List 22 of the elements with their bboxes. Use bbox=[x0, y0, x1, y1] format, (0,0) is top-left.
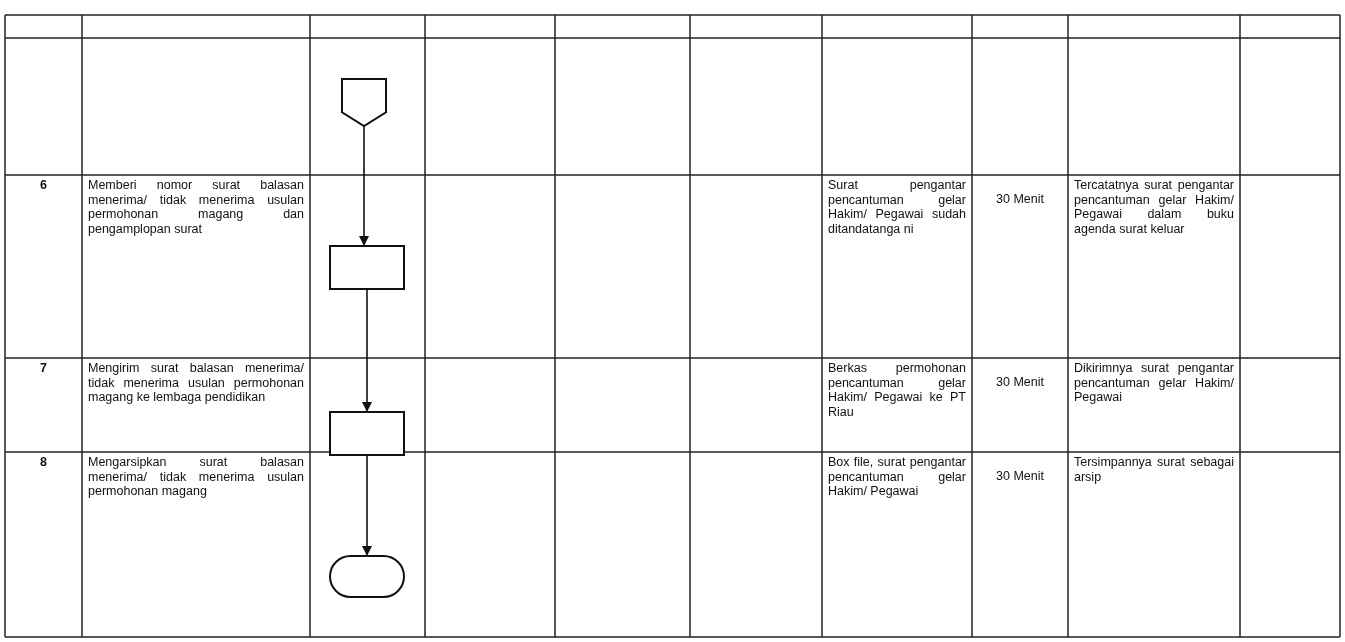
time-text: 30 Menit bbox=[995, 192, 1045, 207]
activity-text: Memberi nomor surat balasan menerima/ tidak menerima usulan permohonan magang dan pengamplopan surat bbox=[88, 178, 304, 237]
off-page-connector bbox=[341, 78, 387, 127]
process-box bbox=[329, 245, 405, 290]
terminator-shape bbox=[329, 555, 405, 598]
time-text: 30 Menit bbox=[995, 469, 1045, 484]
output-text: Berkas permohonan pencantuman gelar Hakim/ Pegawai ke PT Riau bbox=[828, 361, 966, 420]
time-text: 30 Menit bbox=[995, 375, 1045, 390]
arrow bbox=[362, 289, 372, 412]
outcome-text: Dikirimnya surat pengantar pencantuman gelar Hakim/ Pegawai bbox=[1074, 361, 1234, 405]
row-number: 6 bbox=[39, 178, 48, 193]
row-number: 7 bbox=[39, 361, 48, 376]
arrow bbox=[362, 455, 372, 556]
activity-text: Mengarsipkan surat balasan menerima/ tidak menerima usulan permohonan magang bbox=[88, 455, 304, 499]
row-number: 8 bbox=[39, 455, 48, 470]
activity-text: Mengirim surat balasan menerima/ tidak menerima usulan permohonan magang ke lembaga pendidikan bbox=[88, 361, 304, 405]
output-text: Box file, surat pengantar pencantuman gelar Hakim/ Pegawai bbox=[828, 455, 966, 499]
outcome-text: Tercatatnya surat pengantar pencantuman gelar Hakim/ Pegawai dalam buku agenda surat keluar bbox=[1074, 178, 1234, 237]
outcome-text: Tersimpannya surat sebagai arsip bbox=[1074, 455, 1234, 485]
output-text: Surat pengantar pencantuman gelar Hakim/ Pegawai sudah ditandatanga ni bbox=[828, 178, 966, 237]
arrow bbox=[359, 126, 369, 246]
process-box bbox=[329, 411, 405, 456]
